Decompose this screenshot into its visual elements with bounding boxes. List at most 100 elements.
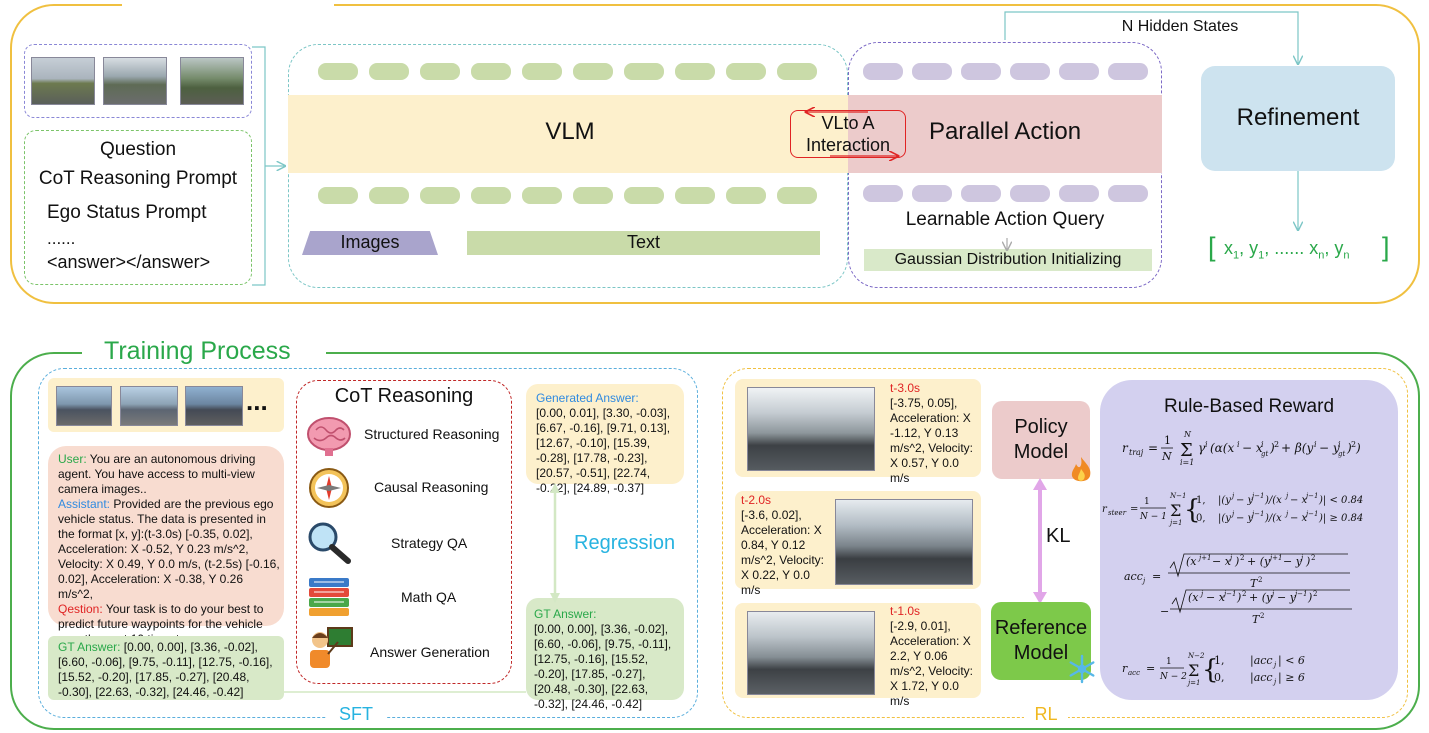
svg-text:− x: − x	[1242, 441, 1263, 455]
sample-time: t-1.0s	[890, 604, 921, 618]
conversation-text: User: You are an autonomous driving agen…	[58, 452, 280, 647]
sample-image	[835, 499, 973, 585]
svg-text:N: N	[1161, 450, 1172, 463]
output-sub: n	[1318, 249, 1325, 262]
token-pill	[471, 63, 511, 80]
svg-text:): )	[1234, 555, 1239, 568]
svg-text:− y: − y	[1277, 591, 1297, 604]
svg-text:− y: − y	[1236, 495, 1254, 506]
svg-text:)| < 0.84: )| < 0.84	[1318, 495, 1363, 506]
cot-item-causal: Causal Reasoning	[374, 479, 489, 495]
cot-reasoning-box	[296, 380, 512, 684]
svg-text:− x: − x	[1206, 591, 1226, 604]
refinement-box	[1201, 66, 1395, 171]
query-pill	[1108, 63, 1148, 80]
svg-text:(x: (x	[1186, 555, 1197, 568]
cot-item-math: Math QA	[401, 589, 457, 605]
images-bar	[302, 231, 438, 255]
teacher-icon	[304, 626, 354, 670]
sample-text: [-2.9, 0.01], Acceleration: X 2.2, Y 0.0…	[890, 619, 973, 708]
hidden-states-arrow	[1004, 11, 1298, 64]
svg-text:2: 2	[1260, 612, 1264, 620]
svg-text:i: i	[1314, 440, 1317, 449]
token-pill	[420, 63, 460, 80]
svg-text:(α(x: (α(x	[1210, 441, 1234, 455]
kl-label: KL	[1046, 525, 1071, 547]
svg-text:+ β(y: + β(y	[1281, 441, 1313, 455]
inference-frame	[10, 4, 1420, 304]
more-images-dots: ...	[246, 386, 268, 416]
svg-text:j: j	[1284, 492, 1289, 500]
brain-icon	[304, 414, 354, 458]
svg-text:2: 2	[1311, 554, 1315, 562]
hidden-states-label: N Hidden States	[1121, 18, 1239, 35]
svg-text:i: i	[1338, 440, 1341, 449]
images-label: Images	[340, 232, 400, 252]
svg-text:r: r	[1122, 662, 1128, 675]
text-bar	[467, 231, 820, 255]
sft-camera-image	[120, 386, 178, 426]
regression-arrowhead	[550, 483, 560, 493]
rl-label: RL	[1024, 704, 1068, 725]
gt-answer-right-values: [0.00, 0.00], [3.36, -0.02], [6.60, -0.0…	[534, 622, 672, 711]
svg-text:− x: − x	[1290, 495, 1308, 506]
gt-answer-label: GT Answer:	[58, 640, 121, 654]
svg-text:N − 1: N − 1	[1139, 512, 1167, 522]
policy-label-1: Policy	[1014, 416, 1068, 438]
svg-text:acc: acc	[1128, 669, 1140, 677]
svg-text:j−1: j−1	[1304, 492, 1319, 500]
prompt-ellipsis: ......	[47, 229, 76, 248]
output-sub: n	[1343, 249, 1350, 262]
svg-text:): )	[1236, 591, 1241, 604]
vl-interaction-line1: VLto A	[821, 113, 875, 133]
query-pill	[1010, 185, 1050, 202]
assistant-text: Provided are the previous ego vehicle st…	[58, 497, 280, 601]
svg-text:gt: gt	[1338, 450, 1345, 458]
svg-text:2: 2	[1351, 440, 1356, 449]
svg-text:j: j	[1228, 554, 1233, 562]
svg-text:): )	[1355, 441, 1361, 455]
gaussian-label: Gaussian Distribution Initializing	[894, 251, 1122, 268]
gaussian-bar	[864, 249, 1152, 271]
svg-text:traj: traj	[1129, 448, 1144, 457]
sample-image	[747, 611, 875, 695]
svg-text:)| ≥ 0.84: )| ≥ 0.84	[1318, 513, 1363, 524]
generated-answer-box: Generated Answer: [0.00, 0.01], [3.30, -…	[526, 384, 684, 495]
svg-text:{: {	[1184, 495, 1201, 525]
svg-text:|acc: |acc	[1250, 654, 1273, 668]
svg-text:0,: 0,	[1214, 671, 1225, 684]
token-pill	[675, 187, 715, 204]
svg-text:Σ: Σ	[1180, 440, 1193, 461]
svg-text:− x: − x	[1212, 555, 1232, 568]
token-pill	[624, 63, 664, 80]
sft-label: SFT	[326, 704, 386, 725]
sample-text: [-3.6, 0.02], Acceleration: X 0.84, Y 0.…	[741, 508, 824, 597]
svg-text:{: {	[1202, 655, 1219, 685]
generated-answer-values: [0.00, 0.01], [3.30, -0.03], [6.67, -0.1…	[536, 406, 671, 495]
fire-icon	[1066, 455, 1096, 485]
training-frame	[10, 352, 1420, 730]
reference-model-box: Reference Model	[991, 602, 1091, 680]
svg-text:j: j	[1272, 661, 1277, 669]
policy-label-2: Model	[1013, 441, 1069, 463]
vl-interaction-line2: Interaction	[805, 135, 891, 155]
token-pill	[777, 187, 817, 204]
query-pill	[912, 185, 952, 202]
svg-text:gt: gt	[1261, 450, 1268, 458]
svg-text:γ: γ	[1198, 441, 1206, 455]
token-pill	[369, 63, 409, 80]
svg-text:|(y: |(y	[1218, 513, 1231, 524]
query-pill	[1108, 185, 1148, 202]
training-title: Training Process	[104, 337, 291, 365]
svg-text:2: 2	[1313, 590, 1317, 598]
query-pill	[961, 63, 1001, 80]
svg-text:T: T	[1250, 577, 1259, 590]
svg-text:−: −	[1160, 605, 1169, 618]
sample-card-1: t-3.0s [-3.75, 0.05], Acceleration: X -1…	[735, 379, 981, 485]
query-pill	[1059, 63, 1099, 80]
token-pill	[522, 187, 562, 204]
svg-text:N−2: N−2	[1187, 652, 1205, 660]
query-pill	[961, 185, 1001, 202]
regression-label: Regression	[574, 532, 676, 554]
